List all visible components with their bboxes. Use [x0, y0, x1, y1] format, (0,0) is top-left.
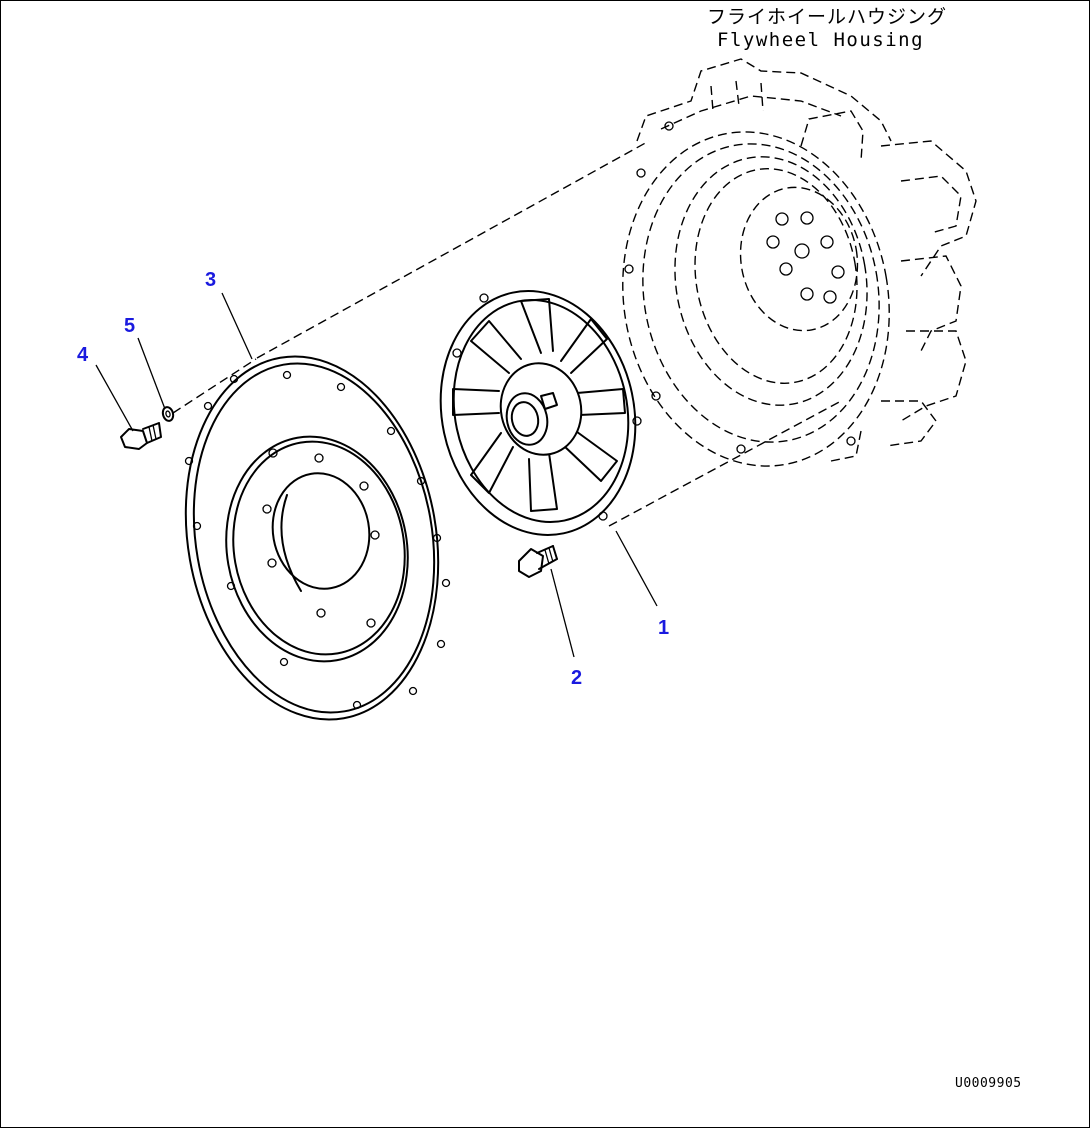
title-japanese: フライホイールハウジング — [707, 6, 947, 28]
part-4-bolt — [120, 422, 162, 450]
callout-2[interactable]: 2 — [571, 667, 582, 689]
drawing-code: U0009905 — [955, 1076, 1022, 1091]
part-1-coupling-damper — [439, 290, 642, 536]
callout-5[interactable]: 5 — [124, 315, 135, 337]
part-3-flywheel-cover-plate — [184, 355, 451, 721]
alignment-line-bottom — [608, 400, 842, 527]
callout-4[interactable]: 4 — [77, 344, 89, 366]
flywheel-housing — [622, 58, 977, 467]
part-5-washer — [161, 406, 175, 422]
leader-lines — [95, 292, 658, 658]
alignment-line-bolt — [172, 358, 257, 414]
callout-1[interactable]: 1 — [658, 617, 669, 639]
part-2-bolt — [518, 545, 558, 578]
title-english: Flywheel Housing — [717, 29, 924, 51]
alignment-line-top — [256, 140, 650, 359]
callout-3[interactable]: 3 — [205, 269, 216, 291]
